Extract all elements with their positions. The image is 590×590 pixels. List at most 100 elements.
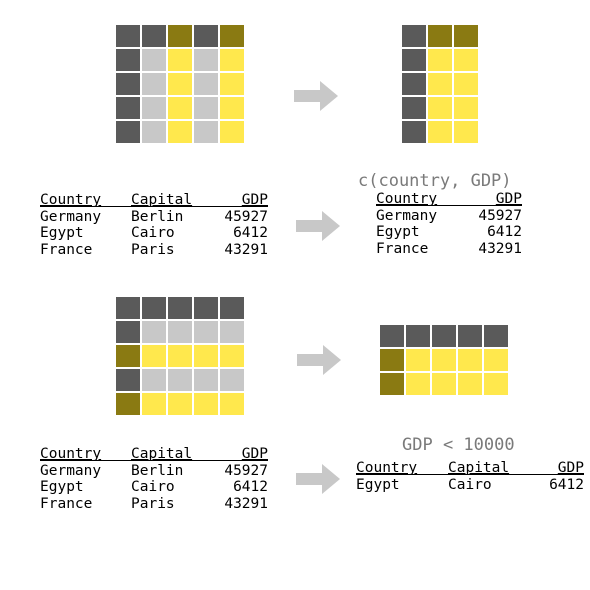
column-header: Capital xyxy=(131,192,193,208)
table-cell: Berlin xyxy=(131,462,184,479)
table-cell: 43291 xyxy=(224,241,268,258)
grid-cell-r4-c2 xyxy=(168,121,192,143)
table-cell: 45927 xyxy=(478,207,522,224)
header-underline xyxy=(40,206,268,207)
table-cell: Paris xyxy=(131,241,175,258)
grid-cell-r1-c3 xyxy=(458,349,482,371)
grid-cell-r3-c0 xyxy=(116,97,140,119)
grid-cell-r0-c3 xyxy=(458,325,482,347)
grid-cell-r4-c0 xyxy=(402,121,426,143)
table-cell: Egypt xyxy=(40,479,84,495)
filter-caption: GDP < 10000 xyxy=(402,435,515,455)
table-cell: Paris xyxy=(131,495,175,512)
grid-cell-r2-c1 xyxy=(142,73,166,95)
grid-cell-r1-c1 xyxy=(142,49,166,71)
grid-cell-r1-c2 xyxy=(432,349,456,371)
grid-cell-r0-c0 xyxy=(380,325,404,347)
table-cell: 6412 xyxy=(233,479,268,495)
table-cell: 6412 xyxy=(549,476,584,493)
table-cell: 43291 xyxy=(478,240,522,257)
grid-cell-r3-c3 xyxy=(194,369,218,391)
grid-cell-r2-c4 xyxy=(220,73,244,95)
grid-cell-r2-c2 xyxy=(168,73,192,95)
column-header: Capital xyxy=(131,446,193,462)
grid-cell-r4-c2 xyxy=(168,393,192,415)
grid-cell-r0-c2 xyxy=(168,25,192,47)
grid-cell-r2-c1 xyxy=(428,73,452,95)
table-cell: Egypt xyxy=(376,224,420,240)
select-result-grid xyxy=(402,25,478,143)
grid-cell-r4-c0 xyxy=(116,393,140,415)
grid-cell-r4-c4 xyxy=(220,121,244,143)
table-cell: France xyxy=(40,495,93,512)
grid-cell-r0-c3 xyxy=(194,25,218,47)
filter-result-grid xyxy=(380,325,508,395)
grid-cell-r3-c2 xyxy=(168,369,192,391)
column-header: GDP xyxy=(241,192,268,208)
table-cell: Germany xyxy=(40,462,102,479)
table-row: Germany Berlin 45927 xyxy=(40,463,268,480)
table-cell: Berlin xyxy=(131,208,184,225)
table-cell: 45927 xyxy=(224,462,268,479)
grid-cell-r3-c0 xyxy=(116,369,140,391)
table-cell: Cairo xyxy=(131,479,175,495)
table-cell: Cairo xyxy=(131,225,175,241)
grid-cell-r2-c2 xyxy=(432,373,456,395)
grid-cell-r0-c2 xyxy=(432,325,456,347)
table-row: Egypt Cairo 6412 xyxy=(40,479,268,496)
header-underline xyxy=(376,205,522,206)
grid-cell-r1-c0 xyxy=(402,49,426,71)
grid-cell-r4-c1 xyxy=(142,121,166,143)
grid-cell-r0-c1 xyxy=(142,25,166,47)
header-underline xyxy=(40,460,268,461)
grid-cell-r0-c0 xyxy=(116,297,140,319)
grid-cell-r1-c2 xyxy=(168,321,192,343)
grid-cell-r1-c3 xyxy=(194,49,218,71)
grid-cell-r1-c1 xyxy=(406,349,430,371)
grid-cell-r2-c3 xyxy=(194,73,218,95)
grid-cell-r3-c3 xyxy=(194,97,218,119)
grid-cell-r0-c2 xyxy=(454,25,478,47)
grid-cell-r3-c1 xyxy=(142,97,166,119)
table-cell: 6412 xyxy=(233,225,268,241)
grid-cell-r1-c0 xyxy=(380,349,404,371)
column-header: GDP xyxy=(495,191,522,207)
table-row: Egypt 6412 xyxy=(376,224,522,241)
grid-cell-r0-c1 xyxy=(142,297,166,319)
column-header: Capital xyxy=(448,460,510,476)
grid-cell-r1-c1 xyxy=(142,321,166,343)
grid-cell-r1-c0 xyxy=(116,321,140,343)
table-cell: Cairo xyxy=(448,476,492,493)
grid-cell-r0-c3 xyxy=(194,297,218,319)
table-cell: Egypt xyxy=(40,225,84,241)
grid-cell-r3-c4 xyxy=(220,369,244,391)
grid-cell-r1-c1 xyxy=(428,49,452,71)
filter-source-grid xyxy=(116,297,244,415)
grid-cell-r3-c4 xyxy=(220,97,244,119)
grid-cell-r4-c1 xyxy=(142,393,166,415)
filter-grid-arrow-icon xyxy=(297,345,341,375)
grid-cell-r0-c1 xyxy=(428,25,452,47)
column-header: GDP xyxy=(241,446,268,462)
grid-cell-r3-c0 xyxy=(402,97,426,119)
select-grid-arrow-icon xyxy=(294,81,338,111)
column-header: Country xyxy=(40,446,102,462)
table-cell: 45927 xyxy=(224,208,268,225)
grid-cell-r2-c0 xyxy=(402,73,426,95)
grid-cell-r1-c4 xyxy=(220,321,244,343)
table-cell: 6412 xyxy=(487,224,522,240)
grid-cell-r4-c1 xyxy=(428,121,452,143)
grid-cell-r0-c0 xyxy=(402,25,426,47)
table-cell: France xyxy=(40,241,93,258)
grid-cell-r2-c3 xyxy=(194,345,218,367)
select-table-arrow-icon xyxy=(296,211,340,241)
grid-cell-r1-c3 xyxy=(194,321,218,343)
column-header: Country xyxy=(376,191,438,207)
